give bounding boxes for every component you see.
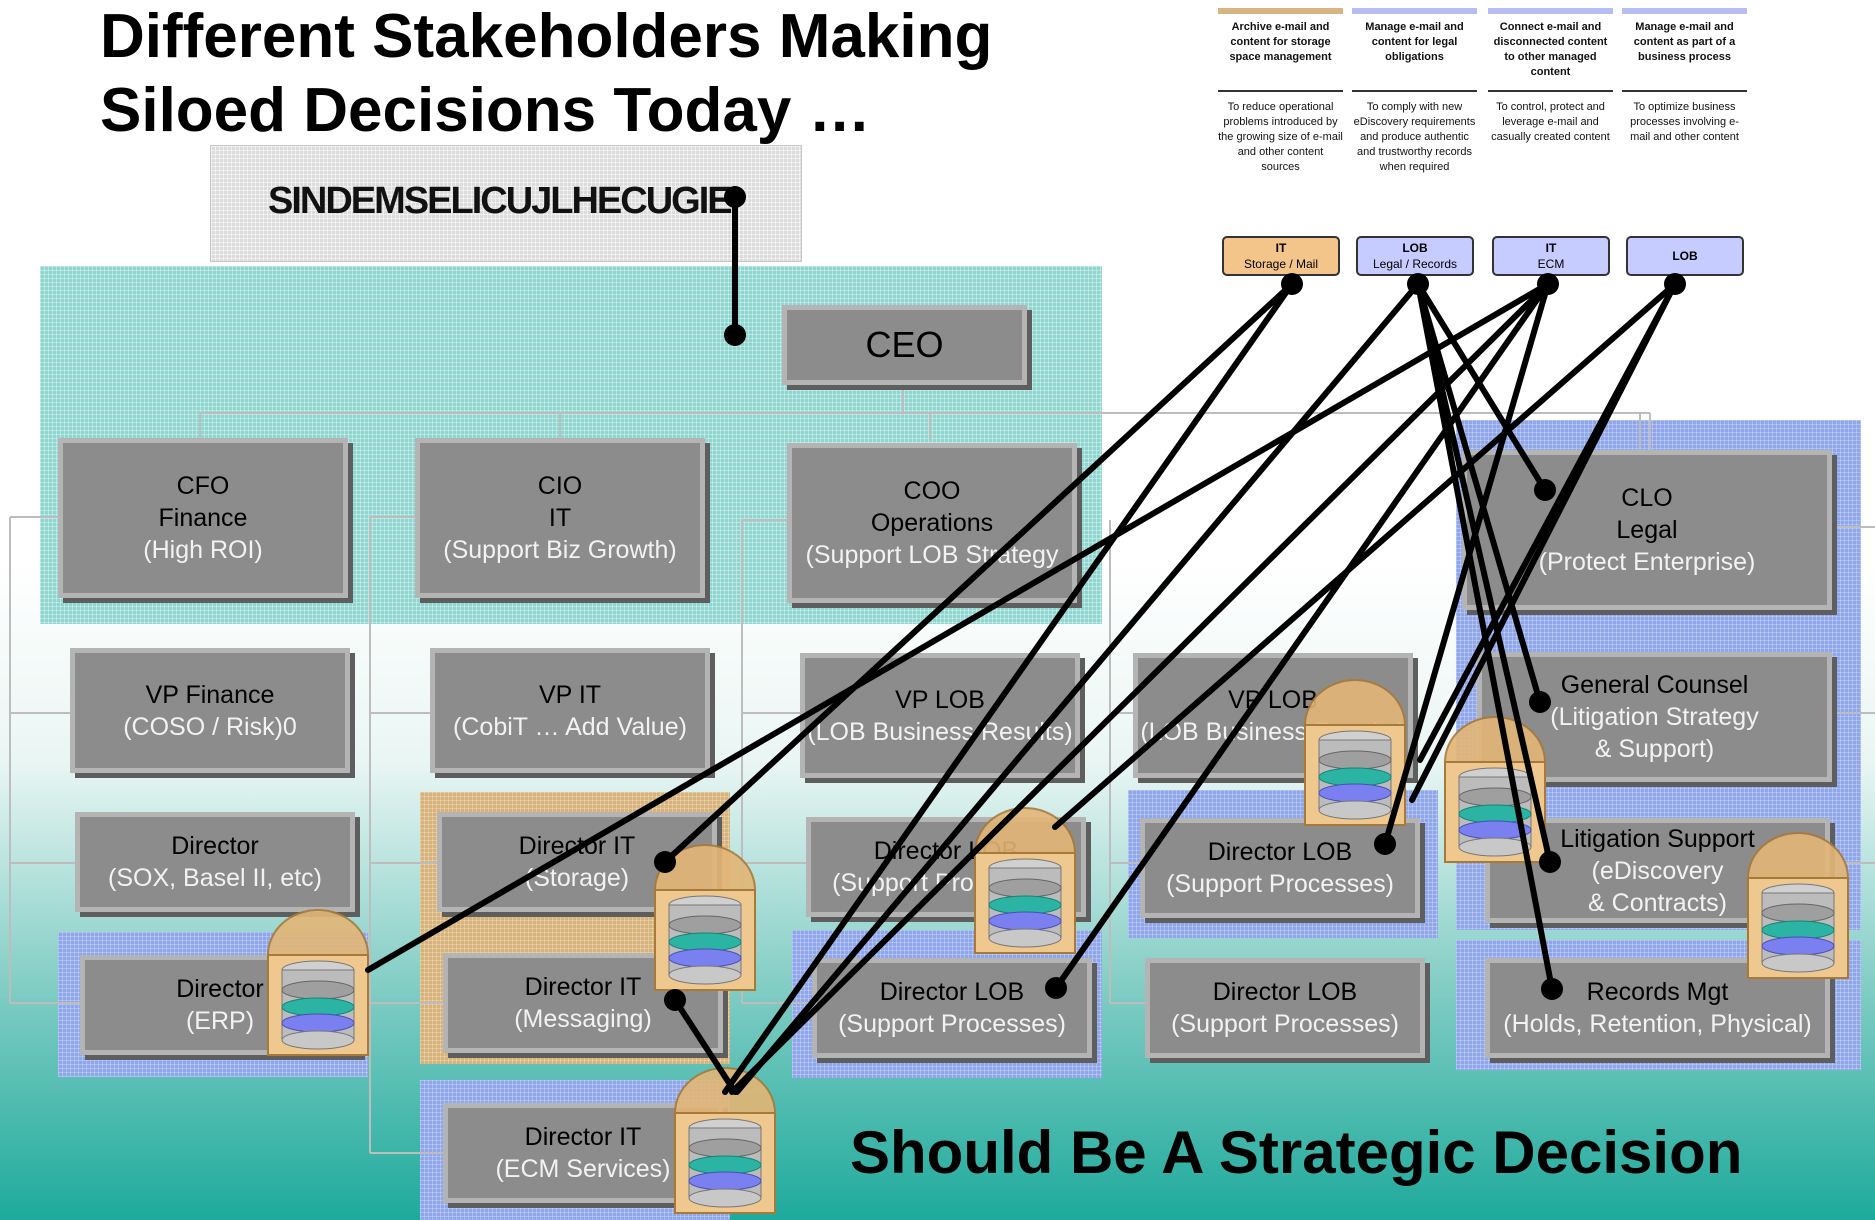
tag-label: IT bbox=[1275, 241, 1287, 255]
director-goal: (eDiscovery bbox=[1591, 856, 1724, 885]
director-title: Director LOB bbox=[1207, 838, 1353, 866]
vp-it-box: VP IT (CobiT … Add Value) bbox=[430, 648, 710, 773]
database-icon bbox=[1304, 679, 1406, 826]
column-body: To optimize business processes involving… bbox=[1630, 101, 1739, 143]
column-archive: Archive e-mail and content for storage s… bbox=[1218, 8, 1343, 175]
siloed-label-zone bbox=[210, 145, 802, 262]
director-goal: (ECM Services) bbox=[495, 1155, 671, 1183]
column-body: To control, protect and leverage e-mail … bbox=[1491, 101, 1610, 143]
vp-goal: (CobiT … Add Value) bbox=[453, 712, 687, 741]
title-line-2: Siloed Decisions Today … bbox=[100, 76, 871, 145]
cio-box: CIO IT (Support Biz Growth) bbox=[415, 438, 705, 598]
column-heading: Connect e-mail and disconnected content … bbox=[1488, 20, 1613, 92]
column-connect: Connect e-mail and disconnected content … bbox=[1488, 8, 1613, 145]
director-title: Litigation Support bbox=[1560, 824, 1755, 853]
exec-title: CIO bbox=[537, 472, 583, 500]
director-goal: (SOX, Basel II, etc) bbox=[108, 864, 322, 892]
exec-dept: IT bbox=[548, 504, 572, 532]
exec-dept: Finance bbox=[158, 504, 248, 532]
cfo-box: CFO Finance (High ROI) bbox=[58, 438, 348, 598]
tag-sub: Legal / Records bbox=[1372, 257, 1458, 271]
exec-goal: (Support Biz Growth) bbox=[443, 536, 677, 564]
exec-goal: (Support LOB Strategy bbox=[805, 541, 1059, 569]
slide-title: Different Stakeholders Making Siloed Dec… bbox=[100, 0, 992, 148]
vp-goal: (COSO / Risk)0 bbox=[123, 712, 297, 741]
vp-title: VP Finance bbox=[145, 680, 275, 709]
exec-dept: Legal bbox=[1616, 516, 1678, 544]
exec-title: CFO bbox=[176, 472, 230, 500]
tag-sub: Storage / Mail bbox=[1243, 257, 1319, 271]
footer-tagline: Should Be A Strategic Decision bbox=[850, 1119, 1743, 1186]
column-bar bbox=[1352, 8, 1477, 14]
column-body: To comply with new eDiscovery requiremen… bbox=[1353, 101, 1476, 173]
vp-goal: (LOB Business Results) bbox=[807, 717, 1073, 746]
director-lob-box-3: Director LOB (Support Processes) bbox=[812, 958, 1092, 1058]
director-goal: (Support Processes) bbox=[838, 1010, 1066, 1038]
column-heading: Manage e-mail and content as part of a b… bbox=[1622, 20, 1747, 92]
director-title: Director bbox=[176, 975, 264, 1003]
ceo-box: CEO bbox=[782, 305, 1027, 385]
vp-title: VP IT bbox=[538, 680, 602, 709]
vp-finance-box: VP Finance (COSO / Risk)0 bbox=[70, 648, 350, 773]
column-bar bbox=[1218, 8, 1343, 14]
exec-title: COO bbox=[903, 477, 961, 505]
vp-title: General Counsel bbox=[1560, 671, 1749, 699]
tag-label: LOB bbox=[1402, 241, 1428, 255]
database-icon bbox=[267, 909, 369, 1056]
vp-title: VP LOB bbox=[1228, 685, 1318, 714]
vp-goal: (Litigation Strategy bbox=[1550, 703, 1759, 731]
column-bar bbox=[1622, 8, 1747, 14]
vp-lob-box: VP LOB (LOB Business Results) bbox=[800, 653, 1080, 778]
database-icon bbox=[1747, 832, 1849, 979]
director-goal: (Holds, Retention, Physical) bbox=[1503, 1010, 1812, 1038]
column-bar bbox=[1488, 8, 1613, 14]
tag-label: LOB bbox=[1672, 249, 1698, 263]
director-goal: (Messaging) bbox=[514, 1005, 652, 1033]
database-icon bbox=[1444, 716, 1546, 863]
exec-title: CLO bbox=[1621, 484, 1673, 512]
director-sox-box: Director (SOX, Basel II, etc) bbox=[75, 812, 355, 912]
database-icon bbox=[974, 807, 1076, 954]
tag-lob: LOB bbox=[1626, 236, 1744, 276]
overlapping-label: SINDEMSELICUJLHECUGIE bbox=[268, 180, 733, 222]
tag-sub: ECM bbox=[1537, 257, 1565, 271]
exec-dept: Operations bbox=[870, 509, 994, 537]
tag-lob-legal: LOB Legal / Records bbox=[1356, 236, 1474, 276]
vp-title: VP LOB bbox=[895, 685, 985, 714]
column-heading: Manage e-mail and content for legal obli… bbox=[1352, 20, 1477, 92]
tag-it-storage: IT Storage / Mail bbox=[1222, 236, 1340, 276]
tag-label: IT bbox=[1545, 241, 1557, 255]
director-lob-box-4: Director LOB (Support Processes) bbox=[1145, 958, 1425, 1058]
director-lob-box-2: Director LOB (Support Processes) bbox=[1140, 818, 1420, 918]
column-legal: Manage e-mail and content for legal obli… bbox=[1352, 8, 1477, 175]
director-goal: (ERP) bbox=[185, 1007, 255, 1035]
exec-goal: (High ROI) bbox=[143, 536, 263, 564]
director-goal: (Support Processes) bbox=[1166, 870, 1394, 898]
director-goal: (Support Processes) bbox=[1171, 1010, 1399, 1038]
title-line-1: Different Stakeholders Making bbox=[100, 2, 993, 71]
director-title: Director IT bbox=[524, 1123, 642, 1151]
ceo-label: CEO bbox=[865, 324, 944, 365]
column-process: Manage e-mail and content as part of a b… bbox=[1622, 8, 1747, 145]
director-title: Director LOB bbox=[1212, 978, 1358, 1006]
director-goal-2: & Contracts) bbox=[1588, 888, 1727, 917]
director-title: Director LOB bbox=[879, 978, 1025, 1006]
column-body: To reduce operational problems introduce… bbox=[1218, 101, 1343, 173]
director-title: Records Mgt bbox=[1586, 978, 1729, 1006]
director-title: Director IT bbox=[524, 973, 642, 1001]
exec-goal: (Protect Enterprise) bbox=[1538, 548, 1756, 576]
director-title: Director bbox=[171, 832, 259, 860]
vp-goal-2: & Support) bbox=[1594, 735, 1715, 763]
column-heading: Archive e-mail and content for storage s… bbox=[1218, 20, 1343, 92]
records-mgt-box: Records Mgt (Holds, Retention, Physical) bbox=[1485, 958, 1830, 1058]
